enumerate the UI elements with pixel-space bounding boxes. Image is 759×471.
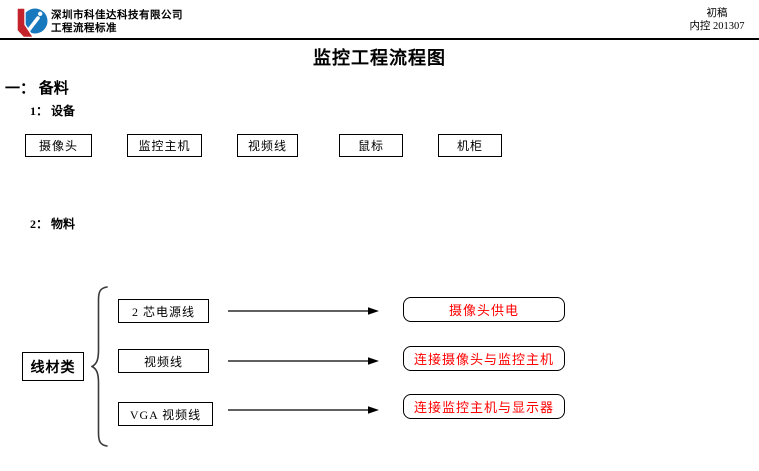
cable-box-power: 2 芯电源线 (118, 299, 209, 323)
cable-box-video: 视频线 (118, 349, 209, 373)
section-prepare-heading: 一： 备料 (5, 81, 69, 97)
equipment-box-camera: 摄像头 (25, 134, 92, 157)
standard-label: 工程流程标准 (51, 23, 117, 34)
left-brace (91, 286, 108, 447)
draft-status: 初稿 (706, 8, 728, 19)
equipment-box-video-cable: 视频线 (237, 134, 298, 157)
subsection-equipment-heading: 1： 设备 (30, 104, 76, 118)
page-title: 监控工程流程图 (313, 48, 446, 68)
arrow-power (228, 307, 379, 315)
header-divider (0, 38, 759, 40)
cable-box-vga: VGA 视频线 (118, 402, 213, 426)
logo-ribbon (16, 7, 35, 39)
purpose-box-host-to-display: 连接监控主机与显示器 (403, 394, 565, 419)
company-header: 深圳市科佳达科技有限公司 工程流程标准 (51, 9, 183, 35)
category-box-cables: 线材类 (22, 352, 84, 381)
company-name: 深圳市科佳达科技有限公司 (51, 10, 183, 21)
logo-dot (38, 11, 43, 16)
purpose-box-camera-power: 摄像头供电 (403, 297, 565, 322)
company-logo-icon (16, 7, 48, 39)
arrow-vga (228, 406, 379, 414)
equipment-box-monitor-host: 监控主机 (127, 134, 202, 157)
arrow-video (228, 357, 379, 365)
equipment-box-cabinet: 机柜 (438, 134, 502, 157)
equipment-box-mouse: 鼠标 (339, 134, 403, 157)
logo-slash (26, 16, 40, 33)
control-number: 内控 201307 (689, 21, 745, 32)
subsection-material-heading: 2： 物料 (30, 217, 76, 231)
header-right: 初稿 内控 201307 (677, 7, 757, 33)
purpose-box-camera-to-host: 连接摄像头与监控主机 (403, 346, 565, 371)
